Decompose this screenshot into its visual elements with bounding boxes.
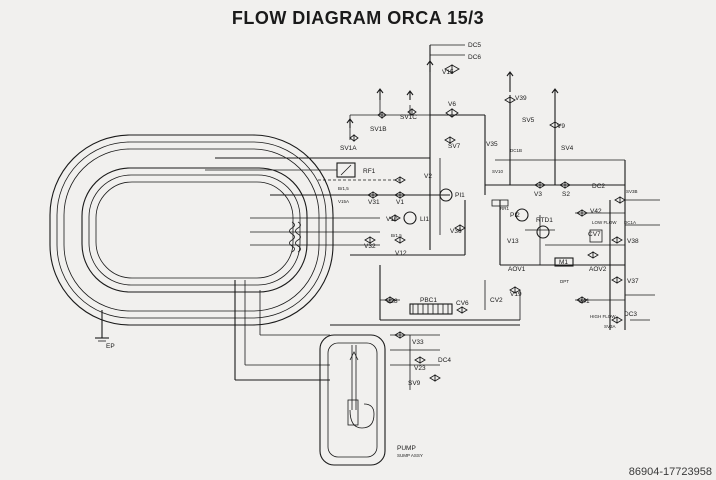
label-cv2: CV2 [490, 297, 503, 304]
label-v6: V6 [448, 101, 456, 108]
label-rr1: RR1 [500, 206, 509, 211]
label-sv3b: SV3B [626, 189, 638, 194]
label-dc3: DC3 [624, 311, 637, 318]
label-low-flow: LOW FLOW [592, 220, 617, 225]
label-dc1b: DC1B [510, 148, 522, 153]
label-v31: V31 [368, 199, 380, 206]
label-sv5: SV5 [522, 117, 535, 124]
label-v2: V2 [424, 173, 432, 180]
label-v35: V35 [486, 141, 498, 148]
label-v37: V37 [627, 278, 639, 285]
label-v13: V13 [507, 238, 519, 245]
label-v15a: V15A [338, 199, 349, 204]
label-v38: V38 [627, 238, 639, 245]
pipework [205, 44, 660, 390]
label-v28: V28 [386, 298, 398, 305]
label-pi1: PI1 [455, 192, 465, 199]
label-pi2: PI2 [510, 212, 520, 219]
pump-dewar [319, 334, 386, 466]
label-v39: V39 [515, 95, 527, 102]
label-v10: V10 [386, 216, 398, 223]
image-id-watermark: 86904-17723958 [628, 466, 712, 478]
heat-exchanger-coil [289, 221, 301, 253]
label-v42: V42 [590, 208, 602, 215]
instruments [336, 162, 603, 315]
label-v41: V41 [578, 298, 590, 305]
label-v33: V33 [412, 339, 424, 346]
label-rtd1: RTD1 [536, 217, 553, 224]
vent-arrows [346, 60, 559, 128]
label-v32: V32 [364, 243, 376, 250]
label-v3: V3 [534, 191, 542, 198]
label-dc4: DC4 [438, 357, 451, 364]
component-labels: DC5 DC6 V15 V6 V39 SV5 V9 SV1A SV1B SV1C… [338, 42, 639, 458]
label-sv9: SV9 [408, 380, 421, 387]
label-v15: V15 [442, 69, 454, 76]
label-dc2: DC2 [592, 183, 605, 190]
label-dc5: DC5 [468, 42, 481, 49]
label-br15b: Br1,5 [391, 233, 402, 238]
label-dpt: DPT [560, 279, 569, 284]
label-li1: LI1 [420, 216, 429, 223]
label-sump-assy: SUMP ASSY [397, 453, 423, 458]
label-high-flow: HIGH FLOW [590, 314, 616, 319]
label-v23: V23 [414, 365, 426, 372]
label-sv1a: SV1A [340, 145, 357, 152]
label-v9: V9 [557, 123, 565, 130]
label-pump: PUMP [397, 445, 416, 452]
label-cv7: CV7 [588, 231, 601, 238]
label-br15a: Br1,5 [338, 186, 349, 191]
magnet-coil [49, 134, 334, 326]
valve-symbols [349, 64, 626, 382]
label-v36: V36 [450, 228, 462, 235]
label-sv1b: SV1B [370, 126, 387, 133]
label-pbc1: PBC1 [420, 297, 437, 304]
label-sv1c: SV1C [400, 114, 417, 121]
label-sv10: SV10 [492, 169, 504, 174]
label-aov2: AOV2 [589, 266, 607, 273]
label-v19: V19 [510, 291, 522, 298]
label-rf1: RF1 [363, 168, 376, 175]
diagram-title: FLOW DIAGRAM ORCA 15/3 [231, 8, 485, 28]
ep-terminal: EP [95, 310, 115, 350]
label-sv3a: SV3A [604, 324, 616, 329]
label-cv6: CV6 [456, 300, 469, 307]
label-s2: S2 [562, 191, 570, 198]
label-dc1a: DC1A [624, 220, 636, 225]
label-dc6: DC6 [468, 54, 481, 61]
label-sv7: SV7 [448, 143, 461, 150]
label-sv4: SV4 [561, 145, 574, 152]
label-ep: EP [106, 343, 115, 350]
label-v1: V1 [396, 199, 404, 206]
label-v12: V12 [395, 250, 407, 257]
label-aov1: AOV1 [508, 266, 526, 273]
label-m1: M1 [559, 259, 568, 266]
